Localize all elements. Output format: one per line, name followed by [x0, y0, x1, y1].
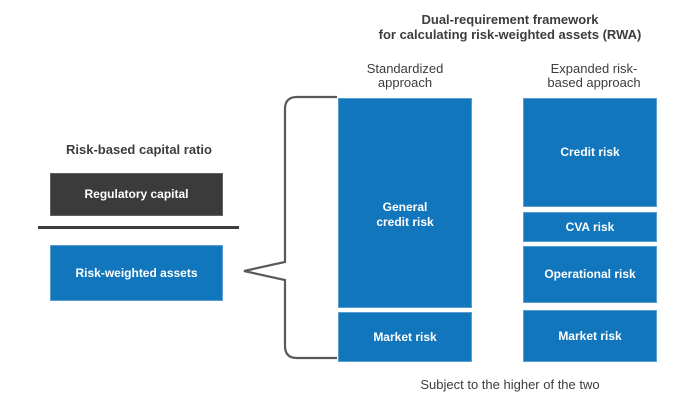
- standardized-approach-header: Standardized approach: [366, 61, 444, 90]
- higher-of-two-footnote: Subject to the higher of the two: [420, 377, 600, 392]
- expanded-market-risk-box: Market risk: [523, 310, 657, 362]
- curly-brace-connector: [243, 95, 337, 360]
- cva-risk-box: CVA risk: [523, 212, 657, 242]
- capital-ratio-title: Risk-based capital ratio: [66, 142, 212, 157]
- standardized-market-risk-box: Market risk: [338, 312, 472, 362]
- framework-title: Dual-requirement framework for calculati…: [378, 12, 642, 42]
- expanded-market-risk-label: Market risk: [558, 328, 622, 343]
- credit-risk-box: Credit risk: [523, 98, 657, 207]
- regulatory-capital-label: Regulatory capital: [84, 187, 189, 201]
- credit-risk-label: Credit risk: [560, 145, 620, 159]
- operational-risk-label: Operational risk: [544, 267, 636, 281]
- standardized-market-risk-label: Market risk: [373, 329, 437, 344]
- general-credit-risk-label: General credit risk: [376, 200, 434, 229]
- operational-risk-box: Operational risk: [523, 246, 657, 303]
- risk-weighted-assets-label: Risk-weighted assets: [75, 265, 198, 280]
- fraction-divider-line: [38, 226, 239, 229]
- cva-risk-label: CVA risk: [565, 219, 615, 234]
- regulatory-capital-box: Regulatory capital: [50, 173, 223, 216]
- risk-weighted-assets-box: Risk-weighted assets: [50, 245, 223, 301]
- general-credit-risk-box: General credit risk: [338, 98, 472, 308]
- expanded-approach-header: Expanded risk- based approach: [547, 61, 641, 90]
